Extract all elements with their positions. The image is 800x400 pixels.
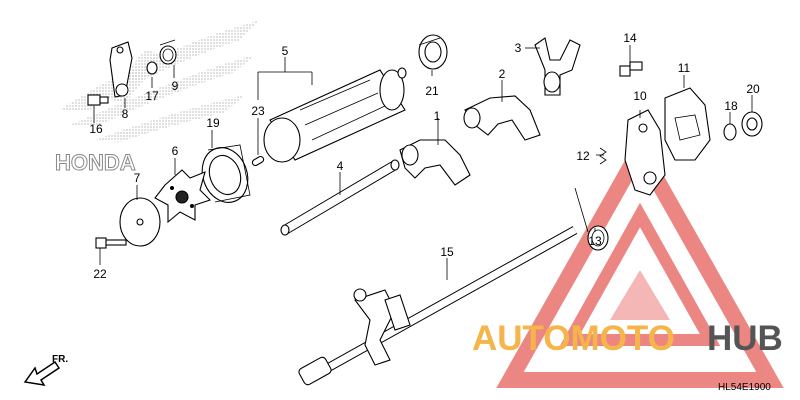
label-4: 4 bbox=[337, 159, 344, 173]
part-21-bearing bbox=[418, 34, 448, 70]
leader-lines bbox=[93, 45, 753, 280]
watermark-triangle bbox=[496, 133, 784, 388]
part-1-shift-fork bbox=[399, 139, 471, 186]
front-direction-arrow: FR. bbox=[23, 354, 68, 386]
label-22: 22 bbox=[93, 267, 107, 281]
label-15: 15 bbox=[440, 245, 454, 259]
part-5-shift-drum bbox=[263, 67, 407, 163]
label-5: 5 bbox=[282, 44, 289, 58]
part-12-spring bbox=[599, 147, 607, 165]
part-3-shift-fork bbox=[534, 37, 581, 96]
part-15-spindle bbox=[298, 226, 578, 386]
part-10-shift-arm bbox=[624, 109, 666, 196]
label-9: 9 bbox=[172, 79, 179, 93]
part-17-collar bbox=[146, 61, 158, 75]
label-1: 1 bbox=[434, 109, 441, 123]
part-4-shaft bbox=[280, 159, 400, 236]
label-12: 12 bbox=[576, 149, 590, 163]
watermark-text-a: AUTOMOTO bbox=[472, 319, 675, 358]
direction-label: FR. bbox=[52, 354, 68, 365]
part-20-bearing bbox=[741, 111, 763, 137]
label-23: 23 bbox=[251, 104, 265, 118]
part-14-bolt bbox=[619, 61, 643, 77]
label-19: 19 bbox=[206, 116, 220, 130]
label-11: 11 bbox=[678, 61, 691, 75]
label-14: 14 bbox=[623, 31, 637, 45]
part-labels: 1 2 3 4 5 6 7 8 9 10 11 12 13 14 15 16 1… bbox=[89, 31, 760, 281]
part-9-spring bbox=[159, 39, 177, 65]
label-7: 7 bbox=[134, 171, 141, 185]
watermark-logo: AUTOMOTO HUB bbox=[472, 319, 783, 358]
label-16: 16 bbox=[89, 122, 103, 136]
brand-bg-text: HONDA bbox=[55, 150, 136, 175]
honda-wing-logo bbox=[60, 20, 260, 142]
label-6: 6 bbox=[172, 144, 179, 158]
diagram-code: HL54E1900 bbox=[718, 382, 771, 393]
label-20: 20 bbox=[746, 82, 760, 96]
part-16-bolt bbox=[87, 94, 109, 106]
part-8-stopper-arm bbox=[109, 41, 133, 98]
part-18-washer bbox=[723, 123, 737, 141]
label-8: 8 bbox=[122, 107, 129, 121]
watermark-text-b: HUB bbox=[707, 319, 783, 358]
part-19-bearing bbox=[201, 144, 251, 203]
label-17: 17 bbox=[145, 89, 159, 103]
label-18: 18 bbox=[724, 99, 738, 113]
part-13-return-spring bbox=[574, 187, 609, 251]
label-2: 2 bbox=[499, 67, 506, 81]
part-2-shift-fork bbox=[463, 95, 541, 141]
part-22-bolt bbox=[95, 237, 127, 249]
part-23-pin bbox=[251, 155, 265, 167]
part-11-guide-plate bbox=[664, 87, 711, 161]
part-7-plate bbox=[119, 197, 161, 247]
part-6-drum-center bbox=[154, 169, 212, 224]
label-13: 13 bbox=[588, 234, 602, 248]
label-21: 21 bbox=[425, 84, 439, 98]
label-3: 3 bbox=[515, 41, 522, 55]
label-10: 10 bbox=[633, 89, 647, 103]
